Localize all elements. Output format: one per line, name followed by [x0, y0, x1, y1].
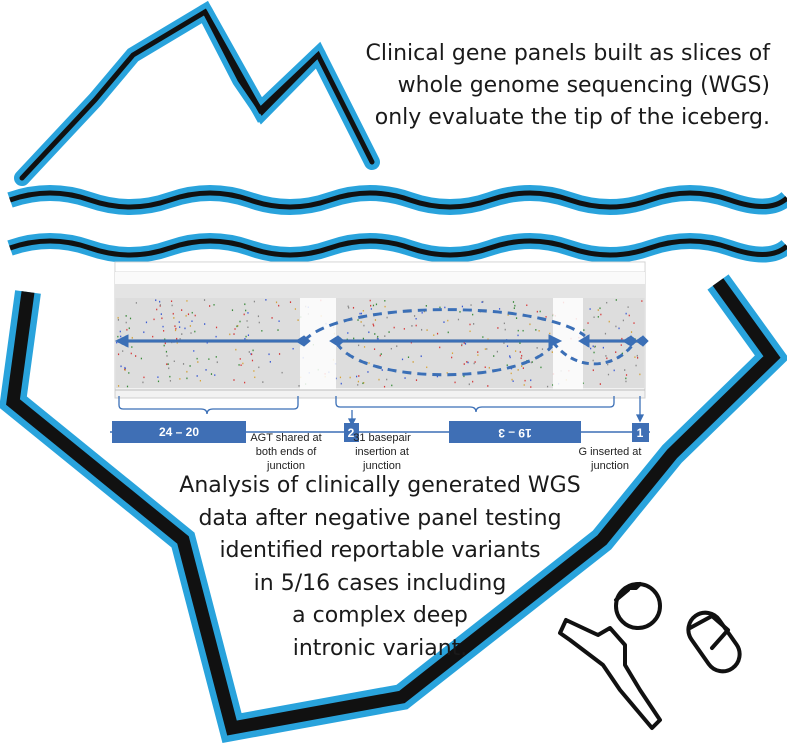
bottom-caption-line-6: intronic variant.: [292, 635, 468, 661]
iceberg-submerged-icon: [0, 274, 787, 743]
annotation-agt-line-1: AGT shared at: [250, 432, 321, 444]
exon-block-19-3: [449, 421, 581, 443]
region-brackets: [118, 396, 645, 427]
annotation-insertion-line-2: insertion at: [355, 446, 409, 458]
water-wave-icon: [7, 185, 787, 263]
genome-browser-panel: [114, 261, 646, 399]
bottom-caption-line-4: in 5/16 cases including: [253, 570, 507, 596]
top-caption: Clinical gene panels built as slices of …: [330, 38, 770, 134]
exon-label-1: 1: [637, 426, 644, 440]
top-caption-line-2: whole genome sequencing (WGS): [397, 73, 770, 98]
annotation-agt-line-2: both ends of: [256, 446, 317, 458]
exon-label-19-3: 19 – 3: [498, 426, 532, 440]
annotation-g-inserted-line-2: junction: [590, 460, 629, 472]
exon-2: [344, 423, 359, 442]
exon-1: [632, 423, 649, 442]
bottom-caption-line-2: data after negative panel testing: [198, 505, 562, 531]
exon-block-24-20: [112, 421, 246, 443]
junction-arrows: [114, 308, 649, 377]
exon-label-2: 2: [348, 426, 355, 440]
bottom-caption: Analysis of clinically generated WGS dat…: [170, 470, 590, 665]
annotation-agt-line-3: junction: [266, 460, 305, 472]
coverage-gap-right: [553, 298, 583, 390]
bottom-caption-line-3: identified reportable variants: [219, 538, 541, 563]
top-caption-line-1: Clinical gene panels built as slices of: [365, 41, 770, 66]
exon-label-24-20: 24 – 20: [159, 425, 199, 439]
swimmer-icon: [558, 582, 742, 730]
annotation-insertion-line-3: junction: [362, 460, 401, 472]
annotation-g-inserted-line-1: G inserted at: [579, 446, 642, 458]
iceberg-tip-icon: [14, 0, 380, 186]
annotation-insertion-line-1: 31 basepair: [353, 432, 411, 444]
top-caption-line-3: only evaluate the tip of the iceberg.: [374, 105, 770, 130]
bottom-caption-line-1: Analysis of clinically generated WGS: [179, 473, 581, 498]
gene-model: 24 – 20 2 19 – 3 1 AGT shared at both en…: [110, 421, 650, 472]
bottom-caption-line-5: a complex deep: [292, 603, 468, 628]
